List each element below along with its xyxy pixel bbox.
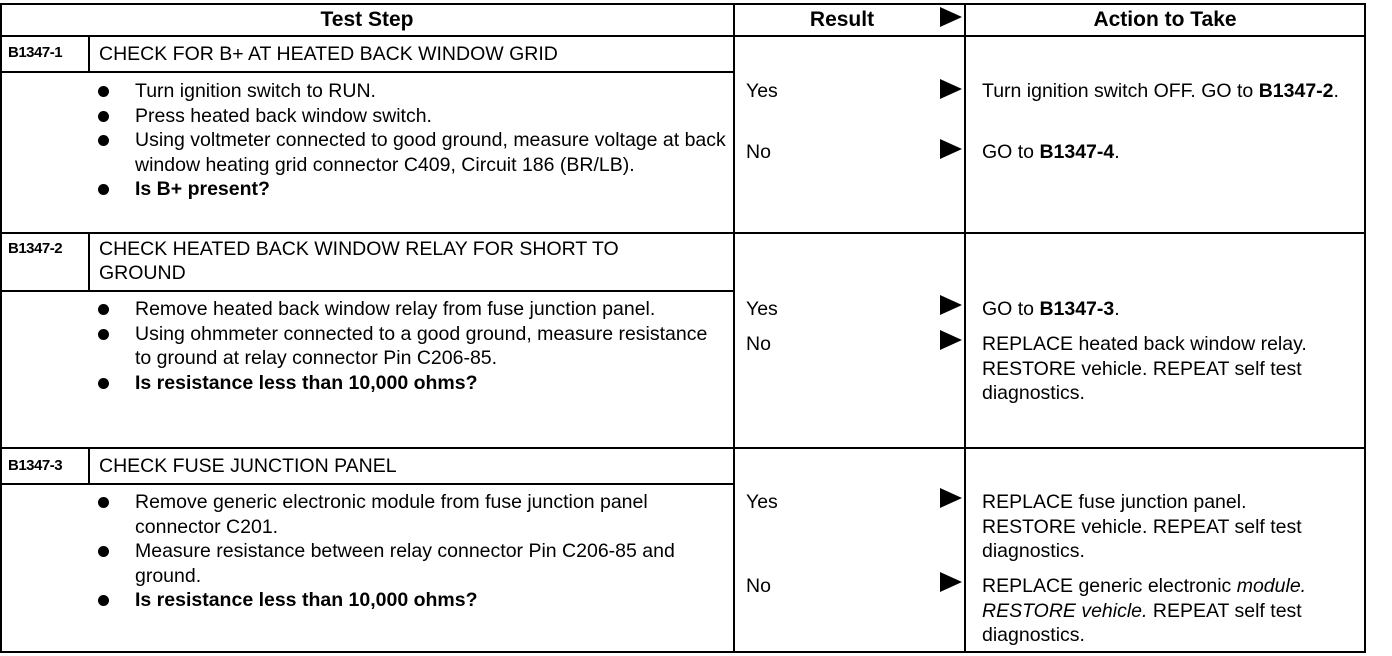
instruction-item: Remove heated back window relay from fus… bbox=[98, 297, 718, 322]
bullet-icon bbox=[98, 86, 109, 97]
instruction-text: Using voltmeter connected to good ground… bbox=[135, 129, 726, 176]
instruction-item: Remove generic electronic module from fu… bbox=[98, 490, 698, 539]
instruction-text: Turn ignition switch to RUN. bbox=[135, 80, 376, 102]
step-title: CHECK HEATED BACK WINDOW RELAY FOR SHORT… bbox=[99, 238, 619, 284]
action-column-divider bbox=[964, 3, 966, 653]
result-no: No bbox=[746, 333, 771, 355]
header-bottom-border bbox=[0, 35, 1366, 37]
step-reference: B1347-4 bbox=[1039, 141, 1115, 163]
instruction-text: Press heated back window switch. bbox=[135, 104, 432, 127]
bullet-icon bbox=[98, 110, 109, 122]
step-title: CHECK FOR B+ AT HEATED BACK WINDOW GRID bbox=[99, 43, 558, 65]
header-test-step: Test Step bbox=[320, 8, 414, 31]
header-result: Result bbox=[809, 8, 875, 31]
step-reference: B1347-2 bbox=[1258, 80, 1334, 102]
table-bottom-border bbox=[0, 651, 1366, 653]
instruction-item: Press heated back window switch. bbox=[98, 104, 738, 129]
table-right-border bbox=[1364, 3, 1366, 653]
action-fragment: REPLACE fuse junction panel. RESTORE veh… bbox=[982, 491, 1302, 562]
step-instructions: Remove heated back window relay from fus… bbox=[98, 297, 718, 395]
bullet-icon bbox=[98, 328, 109, 340]
instruction-item: Measure resistance between relay connect… bbox=[98, 539, 698, 588]
bullet-icon bbox=[98, 135, 109, 146]
result-yes: Yes bbox=[746, 80, 778, 102]
result-yes: Yes bbox=[746, 491, 778, 513]
step-code: B1347-2 bbox=[8, 240, 63, 257]
action-text: REPLACE fuse junction panel. RESTORE veh… bbox=[982, 490, 1332, 564]
step3-title-rule bbox=[0, 483, 734, 485]
instruction-item: Turn ignition switch to RUN. bbox=[98, 79, 738, 104]
bullet-icon bbox=[98, 184, 109, 195]
step2-code-divider bbox=[88, 233, 90, 291]
action-fragment: REPLACE generic electronic bbox=[982, 575, 1237, 597]
action-fragment: REPLACE heated back window relay. RESTOR… bbox=[982, 333, 1307, 404]
action-fragment: Turn ignition switch OFF. GO to bbox=[982, 80, 1259, 102]
result-arrow-icon bbox=[940, 295, 962, 315]
bullet-icon bbox=[98, 377, 109, 389]
step1-bottom-border bbox=[0, 232, 1366, 234]
instruction-text: Is resistance less than 10,000 ohms? bbox=[135, 589, 478, 611]
step3-code-divider bbox=[88, 448, 90, 484]
action-fragment: . bbox=[1114, 141, 1120, 163]
instruction-item: Using ohmmeter connected to a good groun… bbox=[98, 322, 718, 371]
action-fragment: . bbox=[1333, 80, 1339, 102]
result-no: No bbox=[746, 141, 771, 163]
result-arrow-icon bbox=[940, 330, 962, 350]
step-instructions: Turn ignition switch to RUN.Press heated… bbox=[98, 79, 738, 202]
step1-title-rule bbox=[0, 71, 734, 73]
header-arrow-icon bbox=[940, 7, 962, 27]
action-fragment: . bbox=[1114, 298, 1120, 320]
instruction-item: Using voltmeter connected to good ground… bbox=[98, 128, 738, 177]
instruction-item: Is resistance less than 10,000 ohms? bbox=[98, 588, 698, 613]
header-action: Action to Take bbox=[1093, 8, 1237, 31]
action-text: REPLACE heated back window relay. RESTOR… bbox=[982, 332, 1352, 406]
step1-code-divider bbox=[88, 36, 90, 72]
instruction-text: Remove heated back window relay from fus… bbox=[135, 298, 656, 320]
action-text: Turn ignition switch OFF. GO to B1347-2. bbox=[982, 79, 1342, 104]
step-code: B1347-3 bbox=[8, 457, 63, 474]
result-arrow-icon bbox=[940, 79, 962, 99]
action-text: REPLACE generic electronic module. RESTO… bbox=[982, 574, 1322, 648]
instruction-text: Measure resistance between relay connect… bbox=[135, 540, 675, 587]
table-left-border bbox=[0, 3, 2, 653]
result-yes: Yes bbox=[746, 298, 778, 320]
action-fragment: GO to bbox=[982, 141, 1040, 163]
step2-title-rule bbox=[0, 290, 734, 292]
instruction-text: Is resistance less than 10,000 ohms? bbox=[135, 371, 478, 394]
instruction-text: Remove generic electronic module from fu… bbox=[135, 491, 648, 538]
result-no: No bbox=[746, 575, 771, 597]
step-code: B1347-1 bbox=[8, 44, 63, 61]
result-column-divider bbox=[733, 3, 735, 653]
action-text: GO to B1347-4. bbox=[982, 140, 1382, 165]
action-fragment: module. RESTORE vehicle. bbox=[982, 575, 1307, 622]
instruction-item: Is B+ present? bbox=[98, 177, 738, 202]
result-arrow-icon bbox=[940, 572, 962, 592]
result-arrow-icon bbox=[940, 488, 962, 508]
action-text: GO to B1347-3. bbox=[982, 297, 1382, 322]
bullet-icon bbox=[98, 546, 109, 557]
instruction-text: Is B+ present? bbox=[135, 178, 270, 200]
action-fragment: GO to bbox=[982, 298, 1040, 320]
step2-bottom-border bbox=[0, 447, 1366, 449]
table-top-border bbox=[0, 3, 1366, 5]
step-title: CHECK FUSE JUNCTION PANEL bbox=[99, 455, 397, 477]
instruction-item: Is resistance less than 10,000 ohms? bbox=[98, 371, 718, 396]
instruction-text: Using ohmmeter connected to a good groun… bbox=[135, 322, 708, 370]
step-instructions: Remove generic electronic module from fu… bbox=[98, 490, 698, 613]
step-reference: B1347-3 bbox=[1039, 298, 1115, 320]
bullet-icon bbox=[98, 497, 109, 508]
action-fragment: REPEAT self test diagnostics. bbox=[982, 599, 1302, 647]
bullet-icon bbox=[98, 595, 109, 606]
result-arrow-icon bbox=[940, 139, 962, 159]
bullet-icon bbox=[98, 304, 109, 315]
